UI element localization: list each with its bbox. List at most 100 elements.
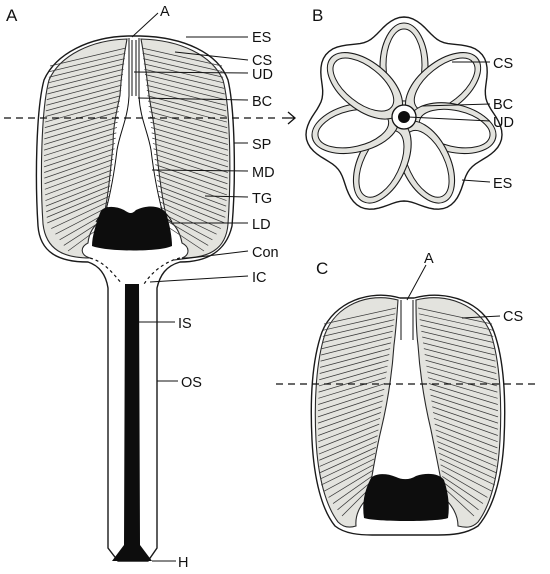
stripe [44, 159, 114, 185]
stripe [146, 90, 227, 112]
petal-inner [403, 129, 450, 198]
label-a-top: A [160, 4, 170, 20]
stripe [46, 185, 111, 213]
petal-inner [317, 108, 390, 149]
stripe [44, 169, 113, 196]
stripe [147, 95, 227, 117]
stripe [323, 313, 396, 331]
leader-tg [204, 195, 249, 198]
label-bc: BC [252, 94, 272, 110]
label-sp: SP [252, 137, 271, 153]
b-label-cs: CS [493, 56, 513, 72]
label-h: H [178, 555, 188, 571]
stripe [440, 464, 493, 492]
stripe [148, 105, 228, 129]
stripe [317, 394, 384, 418]
c-label-cs: CS [503, 309, 523, 325]
leader-cs [174, 51, 249, 61]
panel-a-con-dashes-left [89, 257, 123, 285]
panel-a-duct-wall-right [138, 38, 173, 223]
stripe [337, 481, 372, 511]
c-leader-a [406, 264, 427, 301]
stripe [441, 470, 488, 498]
stripe [146, 84, 226, 106]
stripe [428, 383, 498, 405]
stripe [48, 58, 125, 78]
panel-c-left-stripes [317, 307, 397, 517]
stripe [158, 196, 225, 224]
stripe [46, 190, 110, 218]
b-leader-bc [421, 103, 491, 107]
stripe [439, 458, 496, 486]
stripe [423, 348, 497, 368]
stripe [144, 74, 225, 95]
section-arrow [282, 111, 296, 125]
stripe [150, 127, 229, 151]
stripe [427, 371, 498, 393]
stripe [438, 452, 496, 480]
stripe [149, 116, 228, 140]
stripe [45, 180, 111, 207]
stripe [318, 417, 381, 443]
stripe [43, 137, 116, 162]
leader-bc [137, 97, 249, 101]
stripe [429, 388, 499, 412]
stripe [44, 111, 119, 134]
panel-a-inner-tubule [112, 284, 152, 561]
stripe [319, 441, 377, 467]
stripe [432, 412, 498, 436]
stripe [160, 206, 217, 235]
stripe [46, 79, 123, 100]
stripe [318, 383, 386, 405]
stripe [44, 164, 113, 190]
stripe [51, 201, 109, 229]
panel-c-left-tissue [314, 297, 399, 528]
stripe [320, 336, 392, 356]
stripe [43, 127, 118, 151]
stripe [319, 348, 391, 368]
b-label-es: ES [493, 176, 512, 192]
stripe [151, 132, 229, 157]
panel-b-duct-core [398, 111, 410, 123]
panel-a-right-stripes [141, 47, 229, 252]
label-os: OS [181, 375, 202, 391]
b-leader-ud [407, 116, 491, 122]
panel-a: A [6, 4, 279, 571]
stripe [317, 400, 383, 424]
panel-b-petals [311, 22, 497, 204]
leader-ic [149, 275, 249, 283]
stripe [436, 435, 497, 461]
stripe [143, 63, 224, 84]
stripe [323, 464, 374, 492]
label-md: MD [252, 165, 275, 181]
stripe [432, 406, 499, 430]
stripe [319, 447, 377, 473]
stripe [318, 423, 380, 449]
stripe [419, 319, 494, 337]
panel-b-leader-lines [407, 61, 491, 183]
b-leader-es [461, 179, 491, 183]
stripe [43, 143, 116, 168]
stripe [44, 105, 120, 129]
stripe [424, 354, 497, 374]
stripe [422, 342, 496, 362]
stripe [435, 429, 498, 455]
stripe [44, 121, 118, 145]
stripe [332, 476, 372, 504]
stripe [46, 84, 122, 106]
petal-inner [358, 129, 405, 198]
stripe [149, 111, 228, 134]
stripe [417, 307, 493, 325]
stripe [44, 153, 115, 179]
petal-inner [332, 57, 395, 112]
stripe [425, 359, 497, 381]
stripe [154, 159, 228, 185]
stripe [317, 406, 382, 430]
stripe [426, 365, 498, 387]
stripe [420, 325, 494, 343]
stripe [437, 447, 497, 473]
stripe [320, 452, 376, 480]
stripe [155, 164, 228, 190]
stripe [158, 190, 226, 218]
